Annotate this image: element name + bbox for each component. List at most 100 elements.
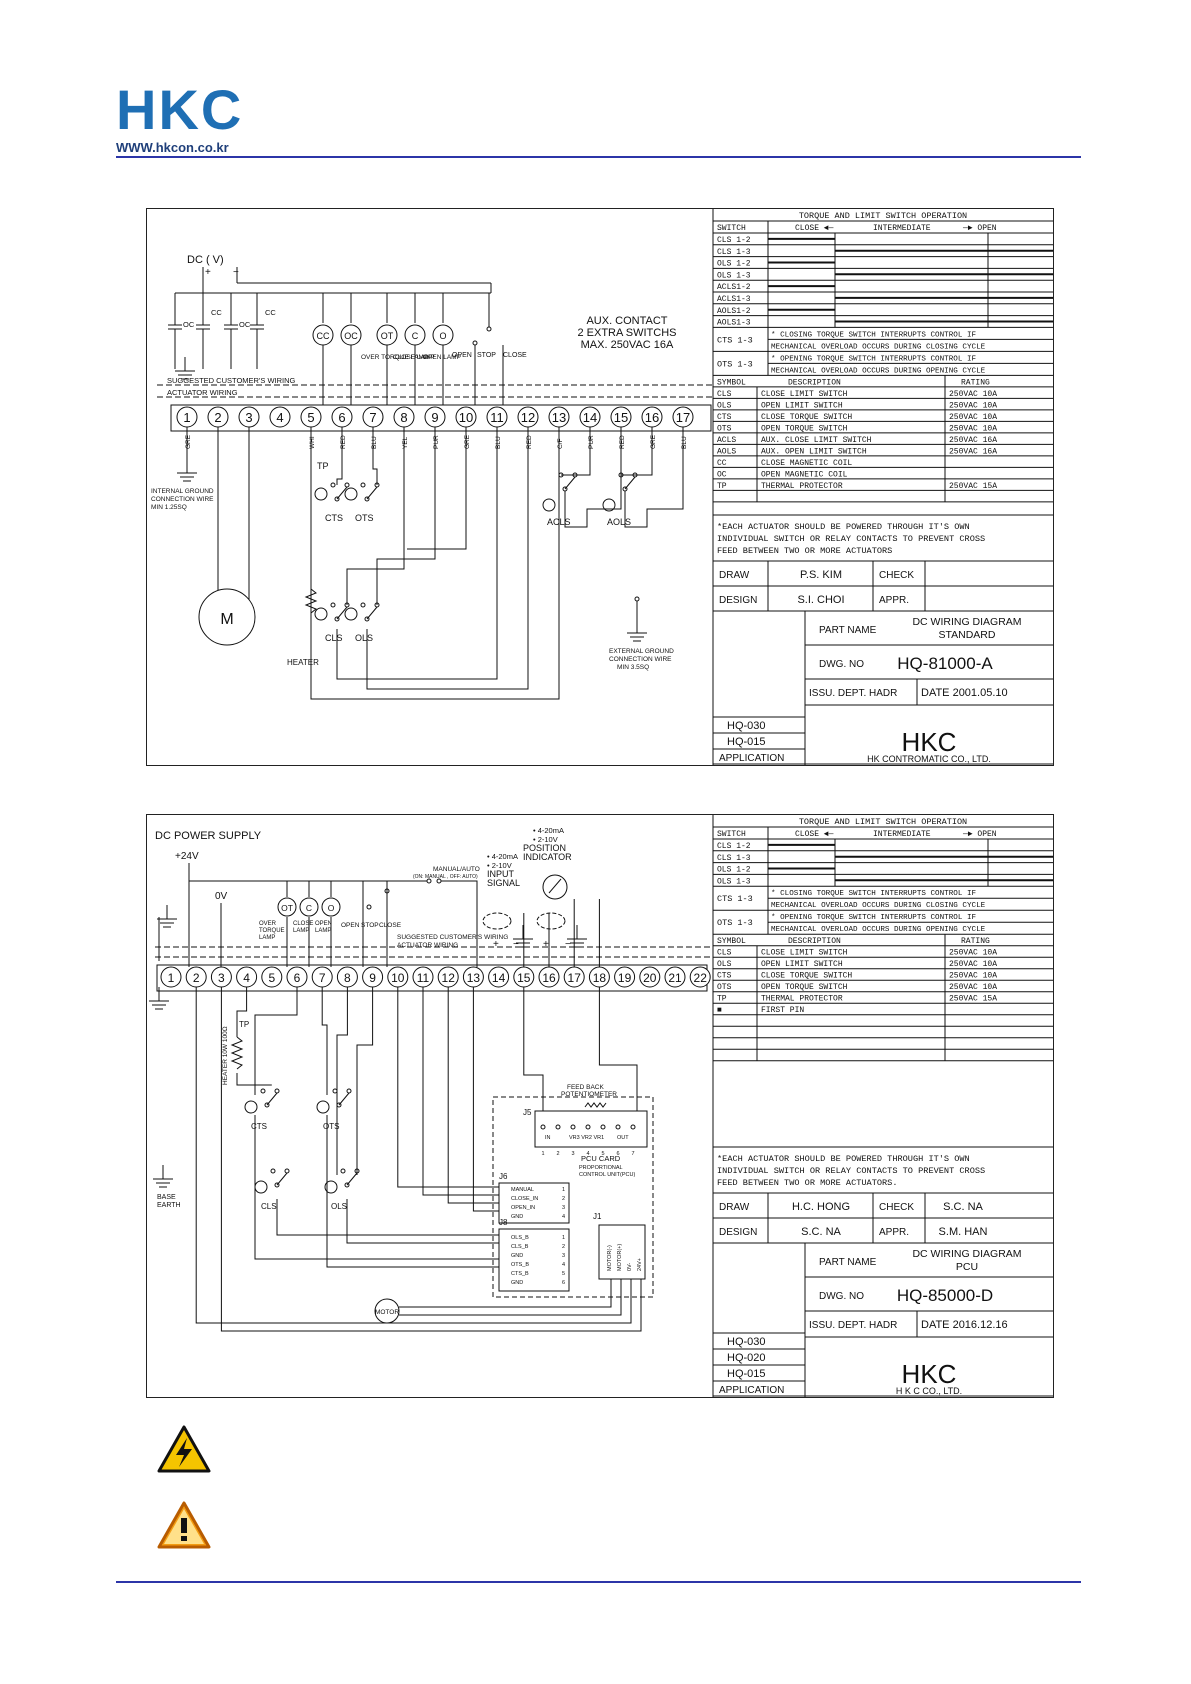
acls-cam-icon <box>542 498 556 512</box>
position-indicator-label: POSITION <box>523 843 566 853</box>
lamp-C <box>299 897 319 917</box>
cts-label: CTS <box>325 513 343 523</box>
symbol-code: ■ <box>717 1006 722 1015</box>
symbol-rating: 250VAC 10A <box>949 401 997 410</box>
j1-pin-2: 0V- <box>627 1263 633 1271</box>
symbol-code: OLS <box>717 401 732 410</box>
j8-pin-number: 2 <box>562 1244 565 1250</box>
appr-label: APPR. <box>879 1227 909 1238</box>
circle <box>436 878 442 884</box>
close-pushbutton-label: CLOSE <box>503 352 527 359</box>
terminal-number-10: 10 <box>391 971 405 985</box>
cts-switch-nc <box>260 1088 266 1094</box>
wire <box>376 427 436 605</box>
actuator-wiring-label: ACTUATOR WIRING <box>397 942 458 949</box>
design-label: DESIGN <box>719 1227 757 1238</box>
terminal-number-17: 17 <box>568 971 582 985</box>
wire <box>399 1279 612 1308</box>
check-label: CHECK <box>879 570 914 581</box>
draw-name: P.S. KIM <box>800 569 842 581</box>
dwg-label: DWG. NO <box>819 659 864 670</box>
torque-note-line: * OPENING TORQUE SWITCH INTERRUPTS CONTR… <box>771 914 977 922</box>
symbol-head: SYMBOL <box>717 937 746 946</box>
wire <box>310 427 560 700</box>
ots-switch-nc <box>360 482 366 488</box>
symbol-desc: CLOSE LIMIT SWITCH <box>761 390 848 399</box>
potentiometer-icon <box>584 1102 607 1108</box>
wire <box>472 987 499 1212</box>
draw-name: H.C. HONG <box>792 1201 850 1213</box>
terminal-number-19: 19 <box>618 971 632 985</box>
symbol-head: DESCRIPTION <box>788 937 841 946</box>
cts-note-label: CTS 1-3 <box>717 894 753 904</box>
manual-auto-sub-label: (ON: MANUAL , OFF: AUTO) <box>413 874 478 880</box>
symbol-code: OTS <box>717 983 732 992</box>
terminal-1 <box>160 966 182 988</box>
lamp-label-O: O <box>439 331 446 341</box>
terminal-number-12: 12 <box>442 971 456 985</box>
lamp-label-OC: OC <box>344 331 358 341</box>
acls-switch-blade <box>564 476 576 490</box>
switch-row-label: ACLS1-2 <box>717 283 751 292</box>
input-plus: + <box>493 939 499 950</box>
terminal-number-18: 18 <box>593 971 607 985</box>
symbol-code: CC <box>717 459 727 468</box>
part-name-label: PART NAME <box>819 1257 877 1268</box>
heater-label: HEATER 10W 100Ω <box>222 1026 229 1085</box>
wire <box>236 987 248 1037</box>
wire <box>561 427 591 476</box>
j8-pin-number: 5 <box>562 1271 565 1277</box>
cls-label: CLS <box>261 1202 277 1211</box>
footer-rule <box>116 1581 1081 1583</box>
wire <box>407 427 467 550</box>
wire <box>548 878 562 894</box>
j6-pin-number: 1 <box>562 1187 565 1193</box>
j5-pin-number: 6 <box>616 1151 619 1157</box>
application-item: HQ-015 <box>727 736 766 748</box>
powering-note: FEED BETWEEN TWO OR MORE ACTUATORS. <box>717 1178 898 1188</box>
cts-switch-no <box>344 482 350 488</box>
torque-note-line: MECHANICAL OVERLOAD OCCURS DURING CLOSIN… <box>771 902 986 910</box>
wire-color-9: PUR <box>433 435 440 449</box>
cts-switch-no <box>274 1088 280 1094</box>
wire-color-13: C/F <box>557 439 564 450</box>
ots-switch-blade <box>366 486 378 500</box>
ols-label: OLS <box>355 633 373 643</box>
cls-switch-no <box>284 1168 290 1174</box>
circle <box>366 904 372 910</box>
symbol-head: RATING <box>961 937 990 946</box>
wire-color-15: RED <box>619 435 626 449</box>
symbol-desc: CLOSE MAGNETIC COIL <box>761 459 852 468</box>
coil-label: OC <box>239 320 251 329</box>
symbol-desc: AUX. CLOSE LIMIT SWITCH <box>761 436 872 445</box>
symbol-head: SYMBOL <box>717 378 746 387</box>
switch-table-title: TORQUE AND LIMIT SWITCH OPERATION <box>799 211 967 221</box>
switch-table-head-open: —► OPEN <box>962 224 997 233</box>
j6-label: J6 <box>499 1172 508 1181</box>
application-label: APPLICATION <box>719 1385 784 1396</box>
cts-cam-icon <box>244 1100 258 1114</box>
j5-pin-number: 3 <box>571 1151 574 1157</box>
symbol-rating: 250VAC 10A <box>949 949 997 958</box>
torque-note-line: MECHANICAL OVERLOAD OCCURS DURING OPENIN… <box>771 926 986 934</box>
dc-power-supply-label: DC POWER SUPPLY <box>155 830 262 842</box>
cls-cam-icon <box>314 607 328 621</box>
wire <box>356 987 374 1175</box>
j8-pin-5: GND <box>511 1280 523 1286</box>
position-indicator-label: • 4-20mA <box>533 826 564 835</box>
terminal-number-8: 8 <box>400 410 407 425</box>
wire <box>326 1115 499 1268</box>
terminal-number-8: 8 <box>344 971 351 985</box>
ots-label: OTS <box>355 513 374 523</box>
position-indicator-label: INDICATOR <box>523 852 572 862</box>
ols-cam-icon <box>344 607 358 621</box>
symbol-code: CLS <box>717 949 732 958</box>
terminal-number-21: 21 <box>668 971 682 985</box>
cls-switch-nc <box>330 602 336 608</box>
lamp-label-OT: OT <box>281 903 293 913</box>
j8-pin-number: 6 <box>562 1280 565 1286</box>
cls-label: CLS <box>325 633 343 643</box>
manual-auto-label: MANUAL/AUTO <box>433 866 480 873</box>
ols-cam-icon <box>324 1180 338 1194</box>
part-name-line2: STANDARD <box>939 629 996 641</box>
